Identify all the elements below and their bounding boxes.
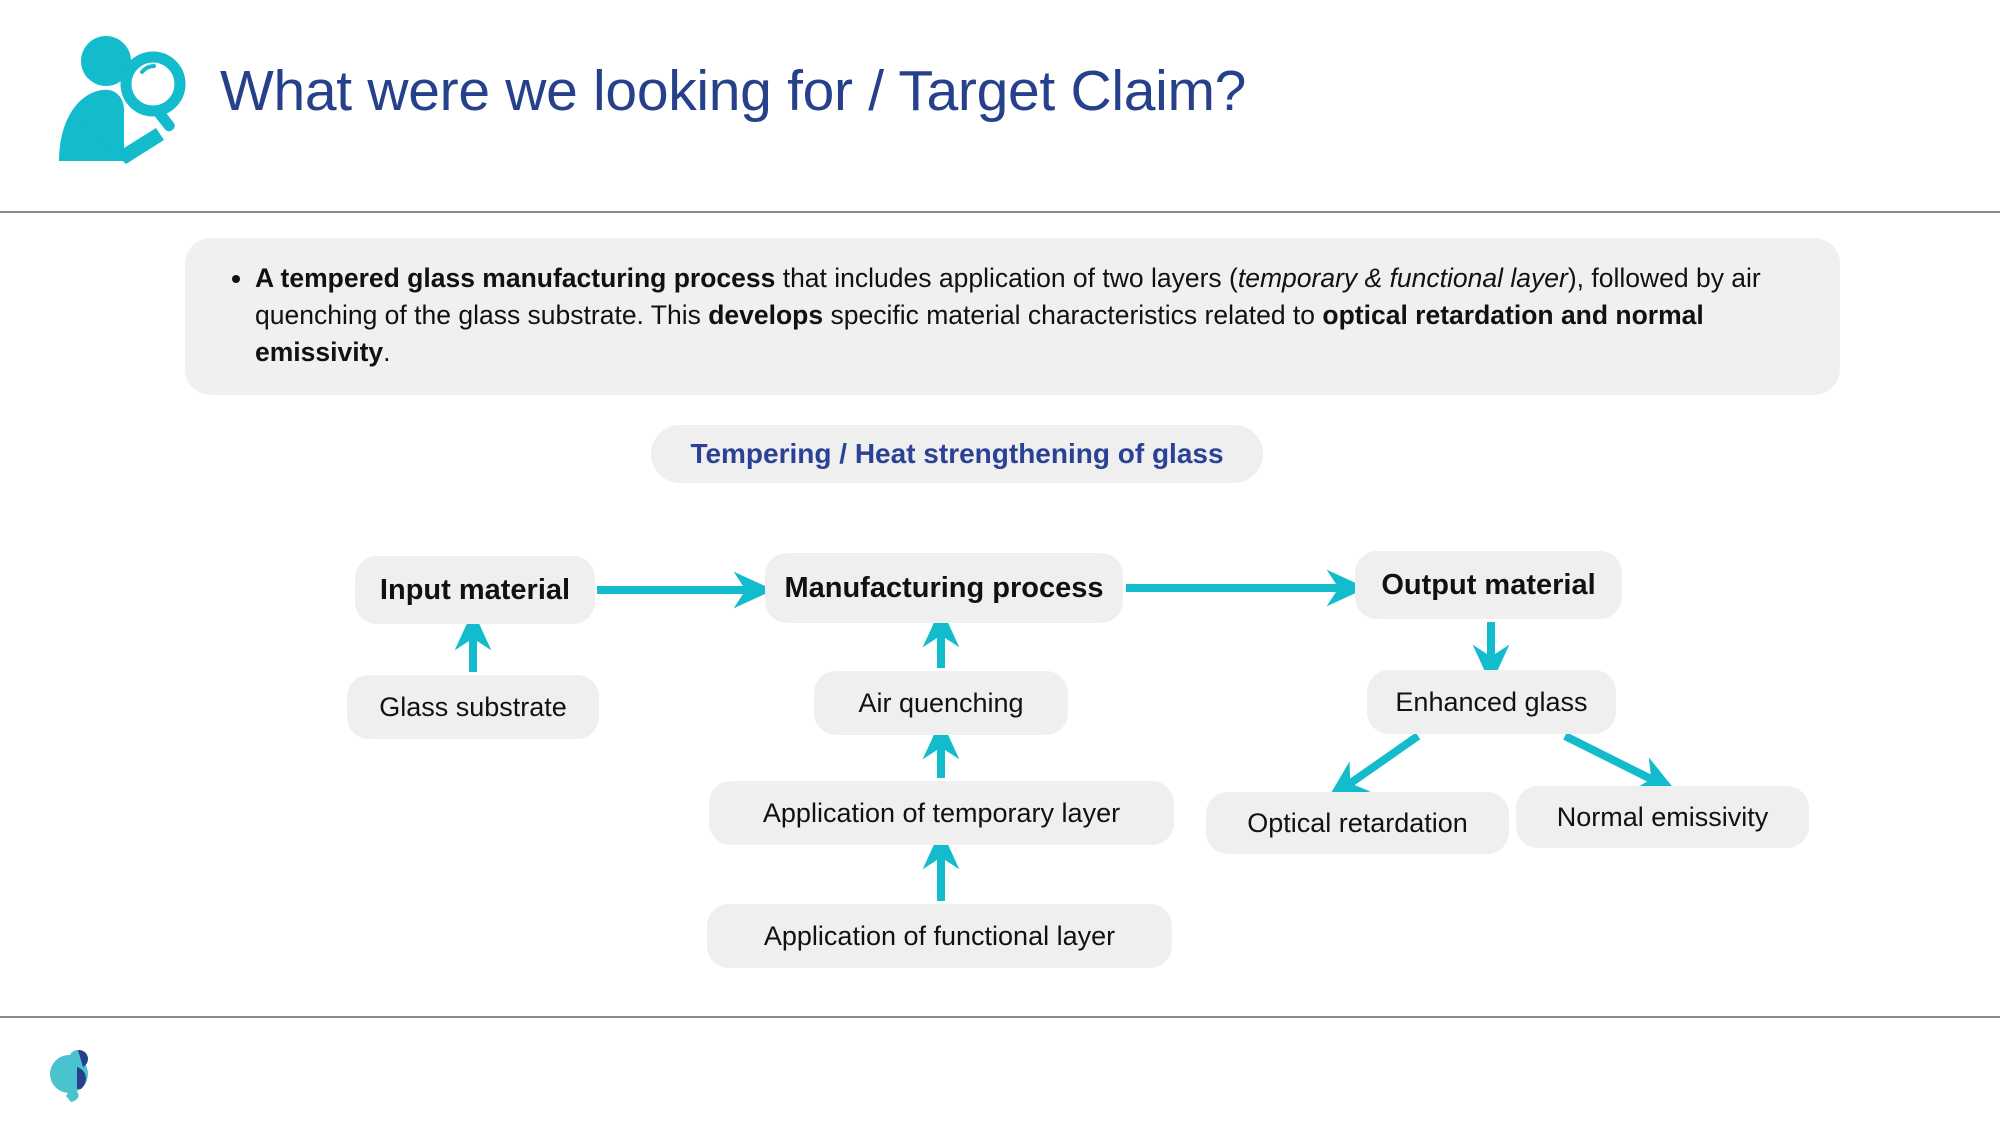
node-input-material[interactable]: Input material bbox=[355, 556, 595, 624]
claim-seg-quenching: ), followed by air quenching of the glas… bbox=[255, 263, 1761, 330]
claim-bullet-list: A tempered glass manufacturing process t… bbox=[213, 260, 1812, 371]
node-normal-emissivity[interactable]: Normal emissivity bbox=[1516, 786, 1809, 848]
edge-enhanced-to-optical bbox=[1327, 732, 1421, 800]
node-manufacturing-process[interactable]: Manufacturing process bbox=[765, 553, 1123, 623]
edge-enhanced-to-emissivity bbox=[1563, 732, 1677, 792]
claim-seg-process: A tempered glass manufacturing process bbox=[255, 263, 776, 293]
node-enhanced-glass[interactable]: Enhanced glass bbox=[1367, 670, 1616, 734]
claim-seg-period: . bbox=[383, 337, 391, 367]
claim-seg-develops: develops bbox=[708, 300, 824, 330]
slide-header: What were we looking for / Target Claim? bbox=[0, 0, 2000, 213]
diagram-banner-tempering: Tempering / Heat strengthening of glass bbox=[651, 425, 1263, 483]
node-output-material[interactable]: Output material bbox=[1355, 551, 1622, 619]
node-air-quenching[interactable]: Air quenching bbox=[814, 671, 1068, 735]
node-temporary-layer[interactable]: Application of temporary layer bbox=[709, 781, 1174, 845]
claim-bullet-item: A tempered glass manufacturing process t… bbox=[255, 260, 1812, 371]
claim-seg-properties: optical retardation and normal emissivit… bbox=[255, 300, 1704, 367]
company-mark-icon bbox=[45, 1048, 101, 1108]
target-claim-callout: A tempered glass manufacturing process t… bbox=[185, 238, 1840, 395]
claim-seg-layers: temporary & functional layer bbox=[1237, 263, 1568, 293]
node-functional-layer[interactable]: Application of functional layer bbox=[707, 904, 1172, 968]
node-glass-substrate[interactable]: Glass substrate bbox=[347, 675, 599, 739]
claim-seg-characteristics: specific material characteristics relate… bbox=[823, 300, 1323, 330]
header-divider bbox=[0, 211, 2000, 213]
person-with-magnifier-icon bbox=[28, 28, 188, 168]
page-title: What were we looking for / Target Claim? bbox=[220, 59, 1247, 123]
footer-divider bbox=[0, 1016, 2000, 1018]
node-optical-retardation[interactable]: Optical retardation bbox=[1206, 792, 1509, 854]
claim-seg-includes: that includes application of two layers … bbox=[775, 263, 1238, 293]
